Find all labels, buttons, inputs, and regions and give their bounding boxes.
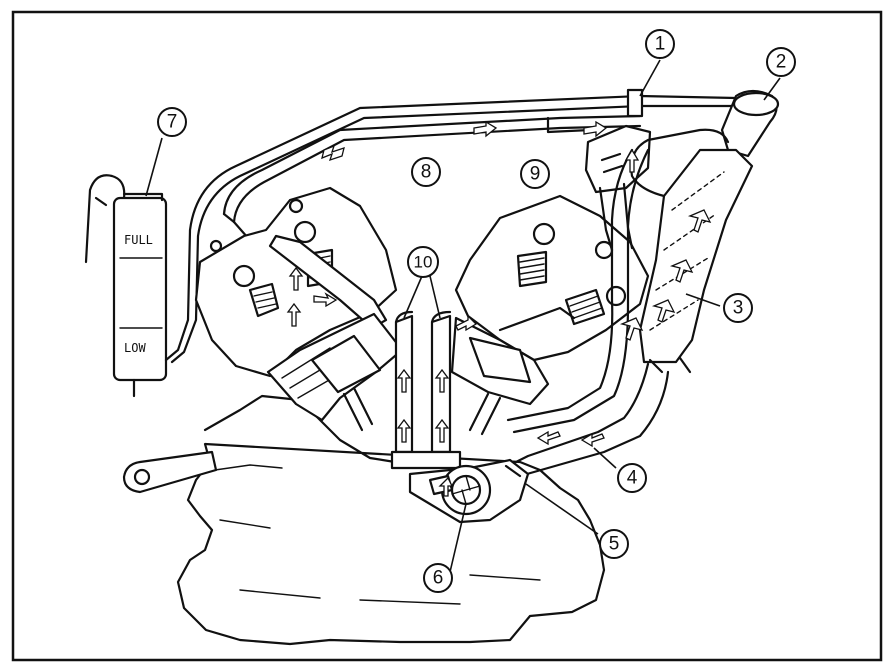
- flow-arrow: [473, 120, 498, 138]
- flow-arrow: [434, 368, 450, 393]
- callout-9: 9: [520, 159, 550, 189]
- front-piston: [310, 334, 382, 394]
- flow-arrow: [624, 148, 640, 173]
- callout-1-label: 1: [655, 34, 666, 55]
- rear-cylinder: [450, 316, 550, 436]
- flow-arrow: [619, 317, 644, 341]
- reservoir-full-mark: FULL: [124, 233, 153, 247]
- rear-piston: [468, 336, 532, 384]
- flow-arrow: [669, 259, 694, 283]
- front-cylinder: [266, 312, 404, 432]
- diagram-frame: [11, 10, 883, 662]
- coolant-flow-arrows: [286, 120, 712, 497]
- flow-arrow: [651, 299, 676, 323]
- callout-8-label: 8: [421, 162, 432, 183]
- callout-2-label: 2: [776, 52, 787, 73]
- callout-10: 10: [407, 246, 439, 278]
- callout-5-label: 5: [609, 534, 620, 555]
- flow-arrow: [286, 302, 302, 327]
- flow-arrow: [396, 418, 412, 443]
- flow-arrow: [288, 266, 304, 291]
- callout-3: 3: [723, 293, 753, 323]
- callout-leaders: [145, 59, 781, 573]
- radiator-core: [638, 148, 754, 364]
- callout-4: 4: [617, 463, 647, 493]
- callout-5: 5: [599, 529, 629, 559]
- return-hose: [506, 148, 670, 478]
- water-pump: [408, 458, 530, 524]
- flow-arrow: [313, 292, 338, 308]
- callout-8: 8: [411, 157, 441, 187]
- flow-arrow: [396, 368, 412, 393]
- reservoir-body: [112, 196, 168, 382]
- callout-10-label: 10: [414, 253, 433, 272]
- callout-2: 2: [766, 47, 796, 77]
- callout-7: 7: [157, 107, 187, 137]
- flow-arrow: [583, 120, 608, 138]
- reservoir-hose-loop: [84, 174, 126, 264]
- engine-mount-bracket: [122, 450, 218, 494]
- reservoir-tank: FULL LOW: [84, 94, 738, 398]
- flow-arrow: [580, 432, 605, 448]
- callout-4-label: 4: [627, 468, 638, 489]
- crankcase-outline: [176, 394, 606, 646]
- callout-1: 1: [645, 29, 675, 59]
- callout-9-label: 9: [530, 164, 541, 185]
- radiator: [630, 89, 780, 374]
- flow-arrow: [438, 476, 454, 497]
- callout-7-label: 7: [167, 112, 178, 133]
- air-bleed-bolt: [626, 88, 644, 118]
- flow-arrow: [687, 209, 712, 233]
- reservoir-low-mark: LOW: [124, 341, 146, 355]
- flow-arrow: [434, 418, 450, 443]
- callout-6-label: 6: [433, 568, 444, 589]
- flow-arrow: [321, 144, 345, 162]
- callout-3-label: 3: [733, 298, 744, 319]
- flow-arrow: [455, 314, 478, 332]
- flow-arrow: [536, 430, 561, 446]
- callout-6: 6: [423, 563, 453, 593]
